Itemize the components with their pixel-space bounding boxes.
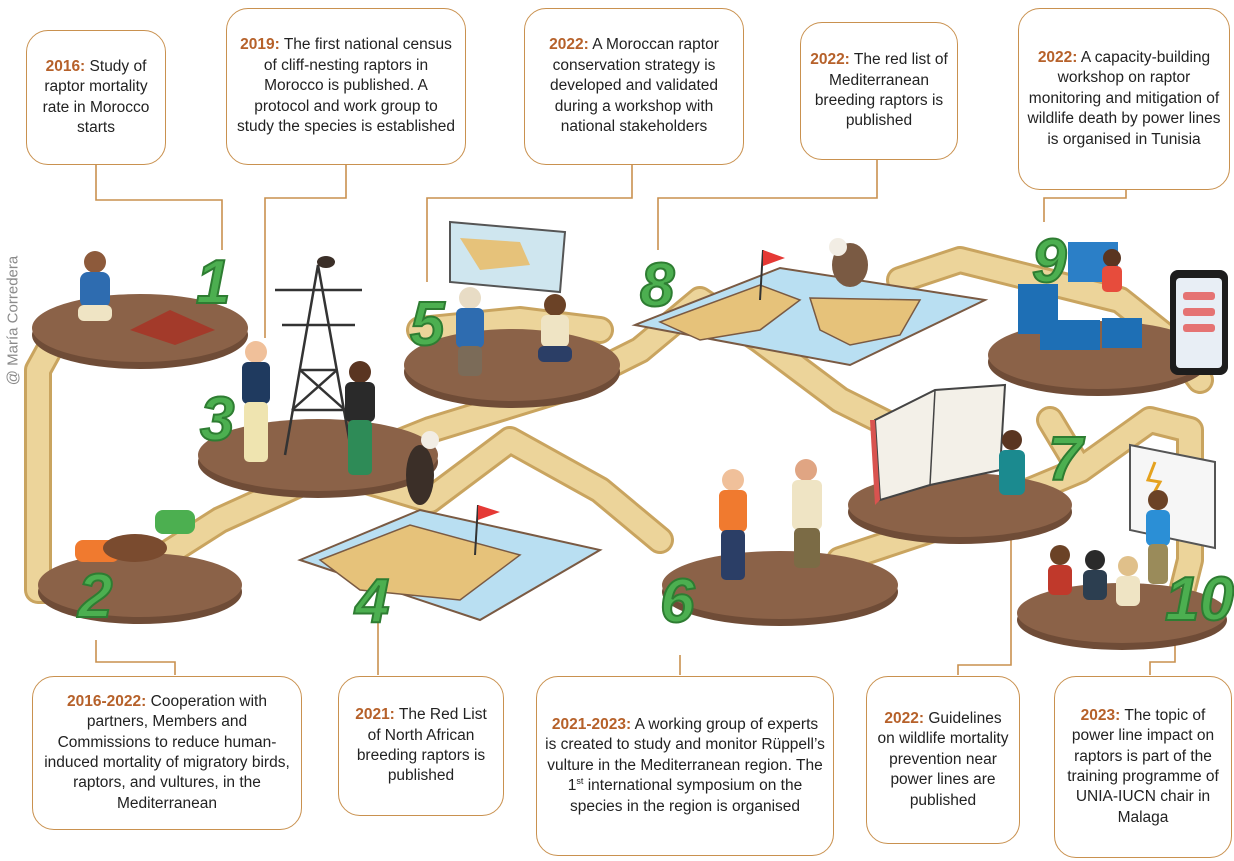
photo-credit: @ María Corredera bbox=[4, 255, 22, 386]
callout-year: 2019: bbox=[240, 36, 280, 54]
callout-text: A working group of experts is created to… bbox=[545, 715, 825, 795]
callout-text: Study of raptor mortality rate in Morocc… bbox=[42, 57, 150, 136]
person-with-vulture bbox=[792, 459, 822, 568]
callout-10: 2023: The topic of power line impact on … bbox=[1054, 676, 1232, 858]
step-numbers: 1 2 3 4 5 6 7 8 9 10 bbox=[76, 226, 1234, 637]
step-number-3: 3 bbox=[200, 385, 234, 454]
callout-year: 2021-2023: bbox=[551, 715, 632, 733]
connector-lines bbox=[95, 160, 1176, 675]
callout-1: 2016: Study of raptor mortality rate in … bbox=[26, 30, 166, 165]
person-researcher-1 bbox=[78, 251, 112, 321]
power-pylon bbox=[275, 264, 362, 456]
step-number-7: 7 bbox=[1048, 425, 1085, 494]
callout-text: Guidelines on wildlife mortality prevent… bbox=[877, 709, 1009, 809]
callout-year: 2023: bbox=[1080, 706, 1121, 724]
callout-text: A Moroccan raptor conservation strategy … bbox=[549, 36, 719, 136]
person-teal-dress bbox=[999, 430, 1025, 495]
callout-text: The Red List of North African breeding r… bbox=[356, 706, 487, 785]
dead-raptor bbox=[130, 310, 215, 345]
callout-year: 2016-2022: bbox=[67, 692, 147, 710]
callout-year: 2021: bbox=[355, 706, 395, 724]
birds bbox=[130, 238, 868, 505]
vulture-on-map bbox=[406, 431, 439, 505]
winding-path bbox=[24, 246, 1214, 614]
callout-8: 2022: The red list of Mediterranean bree… bbox=[800, 22, 958, 160]
audience bbox=[1048, 545, 1140, 606]
callout-superscript: st bbox=[576, 776, 584, 787]
island-6 bbox=[662, 551, 898, 626]
callout-2: 2016-2022: Cooperation with partners, Me… bbox=[32, 676, 302, 830]
step-number-2: 2 bbox=[77, 562, 112, 631]
blue-blocks bbox=[1018, 242, 1142, 350]
callout-6: 2021-2023: A working group of experts is… bbox=[536, 676, 834, 856]
callout-year: 2022: bbox=[810, 51, 850, 69]
presentation-screen bbox=[449, 220, 567, 294]
callout-year: 2016: bbox=[45, 57, 86, 75]
callout-year: 2022: bbox=[549, 36, 589, 54]
map-north-africa bbox=[297, 504, 603, 622]
step-number-9: 9 bbox=[1032, 227, 1067, 296]
callout-year: 2022: bbox=[884, 709, 925, 727]
callout-7: 2022: Guidelines on wildlife mortality p… bbox=[866, 676, 1020, 844]
step-number-4: 4 bbox=[353, 567, 389, 636]
person-speaker bbox=[456, 287, 484, 376]
step-number-6: 6 bbox=[660, 567, 695, 636]
power-lines-board bbox=[1129, 443, 1216, 550]
step-number-5: 5 bbox=[410, 290, 446, 359]
falcon-on-map bbox=[829, 238, 868, 287]
map-mediterranean bbox=[631, 249, 989, 367]
handshake bbox=[75, 510, 195, 562]
person-orange-shirt bbox=[719, 469, 747, 580]
eagle-on-pylon bbox=[317, 256, 335, 268]
callout-text: The red list of Mediterranean breeding r… bbox=[814, 51, 948, 130]
people bbox=[75, 249, 1170, 606]
island-2 bbox=[38, 553, 242, 624]
callout-5: 2022: A Moroccan raptor conservation str… bbox=[524, 8, 744, 165]
callout-year: 2022: bbox=[1037, 48, 1078, 66]
callout-text: A capacity-building workshop on raptor m… bbox=[1027, 48, 1221, 148]
step-number-1: 1 bbox=[196, 248, 230, 317]
callout-text: Cooperation with partners, Members and C… bbox=[44, 692, 290, 812]
person-green-pants bbox=[345, 361, 375, 475]
person-binoculars bbox=[242, 341, 270, 462]
island-10 bbox=[1017, 583, 1227, 650]
tablet-device bbox=[1170, 270, 1228, 375]
step-number-8: 8 bbox=[640, 251, 675, 320]
person-climber bbox=[1102, 249, 1122, 292]
callout-text: The topic of power line impact on raptor… bbox=[1067, 706, 1219, 826]
callout-text: The first national census of cliff-nesti… bbox=[237, 36, 455, 136]
callout-text-continued: international symposium on the species i… bbox=[569, 777, 803, 815]
person-seated bbox=[538, 294, 572, 362]
person-presenter bbox=[1146, 490, 1170, 584]
callout-9: 2022: A capacity-building workshop on ra… bbox=[1018, 8, 1230, 190]
step-number-10: 10 bbox=[1165, 565, 1234, 634]
callout-3: 2019: The first national census of cliff… bbox=[226, 8, 466, 165]
callout-4: 2021: The Red List of North African bree… bbox=[338, 676, 504, 816]
